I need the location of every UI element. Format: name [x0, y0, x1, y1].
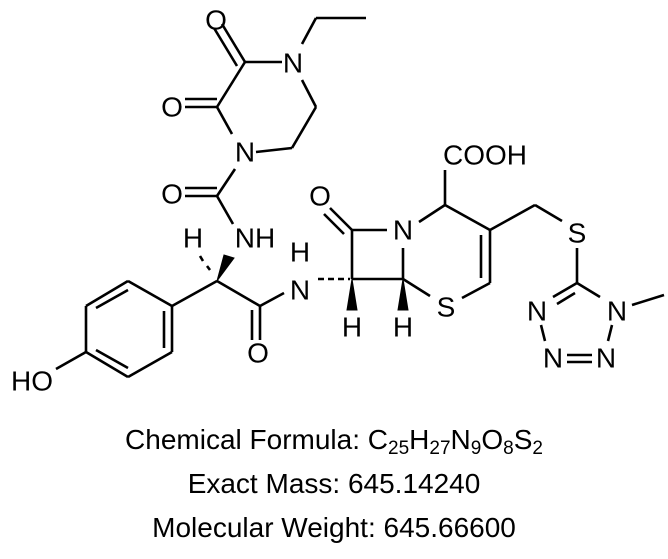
sulfur-label-ring: S	[437, 292, 456, 323]
molecular-weight: Molecular Weight: 645.66600	[152, 512, 516, 543]
hydroxyl-label: HO	[11, 366, 53, 397]
carboxyl-label: COOH	[443, 140, 527, 171]
hydrogen-label-c7: H	[342, 312, 362, 343]
nh-label-urea: NH	[235, 223, 275, 254]
bonds	[55, 16, 665, 379]
molecule-drawing: O N O N O NH H H N O HO O N H H S COOH S…	[11, 5, 665, 397]
nitrogen-label-tetrazole-n1: N	[607, 296, 627, 327]
hydrogen-label-amide: H	[290, 237, 310, 268]
oxygen-label-c2: O	[161, 92, 183, 123]
chemical-formula: Chemical Formula: C25H27N9O8S2	[0, 418, 668, 462]
hydrogen-label-c6: H	[393, 312, 413, 343]
nitrogen-label-lactam: N	[393, 215, 413, 246]
formula-h-count: 27	[429, 438, 451, 459]
formula-c-count: 25	[388, 438, 410, 459]
oxygen-label-amide: O	[247, 338, 269, 369]
hydrogen-label-alpha: H	[183, 223, 203, 254]
exact-mass: Exact Mass: 645.14240	[187, 468, 481, 499]
nitrogen-label-amide: N	[290, 275, 310, 306]
oxygen-label-lactam: O	[309, 181, 331, 212]
nitrogen-label-n1: N	[235, 137, 255, 168]
nitrogen-label-n4: N	[283, 48, 303, 79]
formula-c: C	[367, 424, 388, 455]
nitrogen-label-tetrazole-n4: N	[527, 296, 547, 327]
formula-o-count: 8	[503, 438, 514, 459]
compound-info: Chemical Formula: C25H27N9O8S2 Exact Mas…	[0, 418, 668, 550]
oxygen-label-urea: O	[161, 179, 183, 210]
nitrogen-label-tetrazole-n3: N	[543, 343, 563, 374]
oxygen-label-c3: O	[205, 5, 227, 36]
formula-s-count: 2	[532, 438, 543, 459]
atom-labels: O N O N O NH H H N O HO O N H H S COOH S…	[11, 5, 627, 397]
formula-n-count: 9	[470, 438, 482, 459]
formula-h: H	[409, 424, 430, 455]
formula-n: N	[450, 424, 471, 455]
nitrogen-label-tetrazole-n2: N	[596, 343, 616, 374]
formula-label: Chemical Formula:	[125, 424, 368, 455]
formula-o: O	[481, 424, 504, 455]
formula-s: S	[513, 424, 533, 455]
sulfur-label-thioether: S	[568, 218, 587, 249]
